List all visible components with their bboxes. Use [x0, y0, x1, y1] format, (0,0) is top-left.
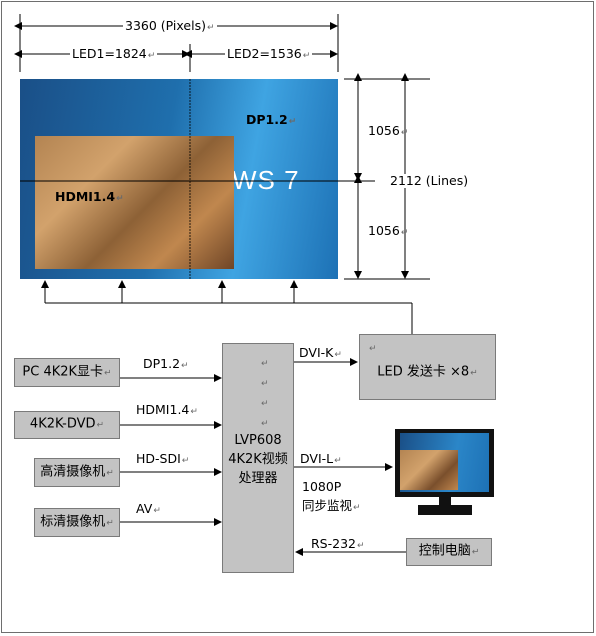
- input-label-sd-camera: 标清摄像机↵: [40, 514, 114, 529]
- signal-label-hdsdi: HD-SDI↵: [136, 451, 190, 467]
- processor-label: LVP608 4K2K视频 处理器: [228, 433, 288, 486]
- control-pc-box: 控制电脑↵: [406, 538, 492, 566]
- input-box-hd-camera: 高清摄像机↵: [34, 458, 120, 487]
- monitor-neck: [439, 497, 451, 505]
- rs232-label: RS-232↵: [311, 536, 365, 552]
- control-pc-label: 控制电脑↵: [418, 543, 480, 559]
- input-label-hd-camera: 高清摄像机↵: [40, 464, 114, 479]
- input-label-dvd: 4K2K-DVD↵: [29, 416, 105, 432]
- led1-width-label: LED1=1824↵: [70, 46, 158, 63]
- signal-label-hdmi: HDMI1.4↵: [136, 402, 198, 418]
- led-sender-card-box: ↵ LED 发送卡 ×8↵: [359, 334, 496, 400]
- screen-background-text: WS 7: [232, 165, 300, 195]
- total-height-label: 2112 (Lines): [388, 173, 471, 188]
- led2-width-label: LED2=1536↵: [225, 46, 313, 63]
- top-half-height-label: 1056↵: [368, 123, 409, 139]
- total-width-label: 3360 (Pixels)↵: [123, 18, 217, 35]
- input-label-pc: PC 4K2K显卡↵: [22, 364, 112, 379]
- monitor-base: [418, 505, 472, 515]
- input-box-dvd: 4K2K-DVD↵: [14, 411, 120, 439]
- sender-return-mark: ↵: [369, 344, 377, 354]
- hdmi-label: HDMI1.4↵: [55, 189, 124, 205]
- dp-label: DP1.2↵: [246, 112, 297, 128]
- dvi-k-label: DVI-K↵: [299, 345, 342, 361]
- processor-return-marks: ↵↵↵↵: [261, 359, 269, 429]
- input-box-pc: PC 4K2K显卡↵: [14, 358, 120, 387]
- bottom-half-height-label: 1056↵: [368, 223, 409, 239]
- signal-label-av: AV↵: [136, 501, 161, 517]
- dvi-l-label: DVI-L↵: [300, 451, 342, 467]
- led-sender-card-label: LED 发送卡 ×8↵: [377, 364, 478, 380]
- monitor-picture: [400, 450, 458, 490]
- input-box-sd-camera: 标清摄像机↵: [34, 508, 120, 537]
- signal-label-dp: DP1.2↵: [143, 356, 189, 372]
- monitor-note: 1080P 同步监视↵: [302, 479, 361, 513]
- hdmi-picture: [35, 136, 234, 269]
- processor-box: ↵↵↵↵ LVP608 4K2K视频 处理器: [222, 343, 294, 573]
